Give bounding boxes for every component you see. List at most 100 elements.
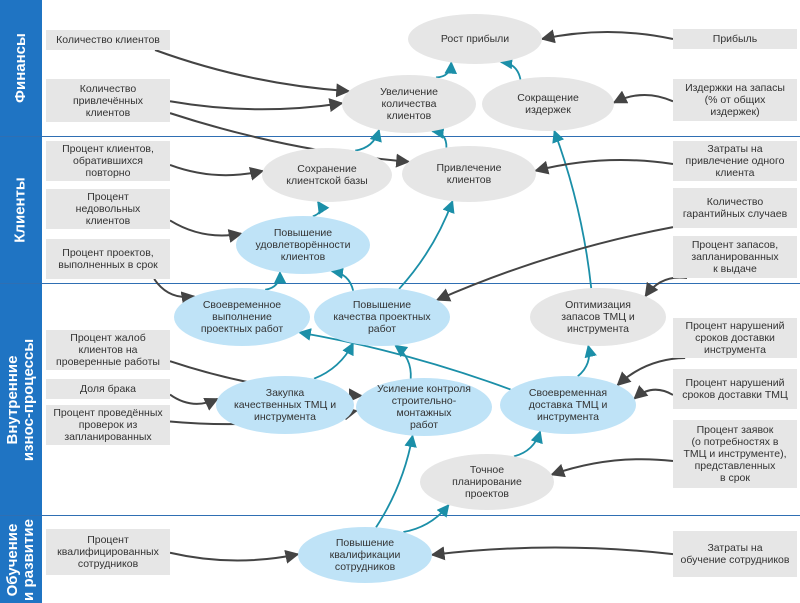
kpi-complaints: Процент жалоб клиентов на проверенные ра… bbox=[46, 330, 170, 370]
objective-project-quality: Повышение качества проектных работ bbox=[314, 288, 450, 346]
objective-link-arrow bbox=[313, 342, 354, 380]
kpi-text: Прибыль bbox=[712, 33, 758, 45]
kpi-link-arrow bbox=[154, 49, 351, 98]
kpi-text: Процент запасов, запланированных к выдач… bbox=[691, 239, 779, 275]
kpi-link-arrow bbox=[435, 226, 674, 302]
kpi-link-arrow bbox=[169, 98, 344, 113]
objective-control: Усиление контроля строительно-монтажных … bbox=[356, 378, 492, 436]
kpi-text: Издержки на запасы (% от общих издержек) bbox=[685, 82, 785, 118]
objective-client-attraction: Привлечение клиентов bbox=[402, 146, 536, 202]
kpi-qualified: Процент квалифицированных сотрудников bbox=[46, 529, 170, 575]
objective-link-arrow bbox=[394, 344, 412, 379]
objective-link-arrow bbox=[552, 129, 593, 289]
kpi-link-arrow bbox=[430, 546, 674, 561]
objective-satisfaction: Повышение удовлетворённости клиентов bbox=[236, 216, 370, 274]
kpi-link-arrow bbox=[169, 219, 243, 243]
objective-purchasing: Закупка качественных ТМЦ и инструмента bbox=[216, 376, 354, 434]
kpi-training-costs: Затраты на обучение сотрудников bbox=[673, 531, 797, 577]
objective-text: Привлечение клиентов bbox=[436, 162, 502, 186]
objective-text: Повышение удовлетворённости клиентов bbox=[255, 227, 351, 263]
objective-client-retention: Сохранение клиентской базы bbox=[262, 148, 392, 202]
kpi-text: Процент жалоб клиентов на проверенные ра… bbox=[56, 332, 160, 368]
kpi-link-arrow bbox=[612, 90, 674, 104]
objective-link-arrow bbox=[435, 61, 458, 79]
objective-text: Сохранение клиентской базы bbox=[286, 163, 368, 187]
kpi-profit: Прибыль bbox=[673, 29, 797, 49]
objective-qualification: Повышение квалификации сотрудников bbox=[298, 527, 432, 583]
objective-text: Повышение квалификации сотрудников bbox=[329, 537, 401, 573]
kpi-inspections: Процент проведённых проверок из запланир… bbox=[46, 405, 170, 445]
kpi-text: Процент проектов, выполненных в срок bbox=[58, 247, 158, 271]
objective-timely-execution: Своевременное выполнение проектных работ bbox=[174, 288, 310, 346]
kpi-text: Затраты на обучение сотрудников bbox=[680, 542, 790, 566]
kpi-delivery-violations-tools: Процент нарушений сроков доставки инстру… bbox=[673, 318, 797, 358]
objective-text: Точное планирование проектов bbox=[452, 464, 522, 500]
objective-link-arrow bbox=[330, 266, 355, 291]
kpi-requests: Процент заявок (о потребностях в ТМЦ и и… bbox=[673, 420, 797, 488]
band-label-finance: Финансы bbox=[0, 0, 42, 136]
objective-link-arrow bbox=[431, 126, 448, 148]
objective-text: Повышение качества проектных работ bbox=[333, 299, 431, 335]
objective-text: Закупка качественных ТМЦ и инструмента bbox=[233, 387, 337, 423]
objective-planning: Точное планирование проектов bbox=[420, 454, 554, 510]
kpi-clients-count: Количество клиентов bbox=[46, 30, 170, 50]
kpi-link-arrow bbox=[534, 159, 674, 175]
objective-link-arrow bbox=[375, 434, 417, 528]
kpi-text: Количество клиентов bbox=[56, 34, 160, 46]
kpi-link-arrow bbox=[540, 29, 674, 44]
objective-text: Оптимизация запасов ТМЦ и инструмента bbox=[561, 299, 635, 335]
kpi-stock-ready: Процент запасов, запланированных к выдач… bbox=[673, 236, 797, 278]
kpi-on-time: Процент проектов, выполненных в срок bbox=[46, 239, 170, 279]
objective-link-arrow bbox=[298, 328, 511, 391]
objective-link-arrow bbox=[513, 430, 543, 458]
kpi-link-arrow bbox=[169, 164, 265, 181]
band-finance: Финансы bbox=[0, 0, 800, 137]
band-process: Внутренние износ-процессы bbox=[0, 284, 800, 516]
objective-link-arrow bbox=[577, 344, 597, 377]
band-learning: Обучение и развитие bbox=[0, 516, 800, 603]
kpi-text: Процент заявок (о потребностях в ТМЦ и и… bbox=[683, 424, 787, 484]
objective-link-arrow bbox=[354, 128, 382, 152]
objective-timely-delivery: Своевременная доставка ТМЦ и инструмента bbox=[500, 376, 636, 434]
kpi-inventory-costs: Издержки на запасы (% от общих издержек) bbox=[673, 79, 797, 121]
objective-link-arrow bbox=[499, 56, 522, 80]
kpi-text: Процент проведённых проверок из запланир… bbox=[53, 407, 163, 443]
kpi-link-arrow bbox=[644, 276, 688, 298]
kpi-link-arrow bbox=[153, 278, 196, 306]
kpi-text: Процент клиентов, обратившихся повторно bbox=[62, 143, 154, 179]
band-label-clients: Клиенты bbox=[0, 137, 42, 283]
objective-text: Сокращение издержек bbox=[517, 92, 579, 116]
objective-link-arrow bbox=[403, 503, 450, 533]
kpi-clients-attracted: Количество привлечённых клиентов bbox=[46, 79, 170, 122]
kpi-link-arrow bbox=[169, 393, 219, 411]
band-label-process: Внутренние износ-процессы bbox=[0, 284, 42, 515]
kpi-text: Затраты на привлечение одного клиента bbox=[685, 143, 785, 179]
objective-inventory-optimization: Оптимизация запасов ТМЦ и инструмента bbox=[530, 288, 666, 346]
objective-profit-growth: Рост прибыли bbox=[408, 14, 542, 64]
kpi-text: Процент нарушений сроков доставки ТМЦ bbox=[682, 377, 788, 401]
objective-link-arrow bbox=[312, 200, 330, 218]
kpi-text: Процент нарушений сроков доставки инстру… bbox=[685, 320, 785, 356]
kpi-text: Количество гарантийных случаев bbox=[682, 196, 788, 220]
kpi-link-arrow bbox=[169, 549, 300, 564]
kpi-unsatisfied: Процент недовольных клиентов bbox=[46, 189, 170, 229]
objective-link-arrow bbox=[398, 199, 455, 290]
objective-link-arrow bbox=[264, 270, 287, 291]
kpi-warranty: Количество гарантийных случаев bbox=[673, 188, 797, 228]
kpi-text: Количество привлечённых клиентов bbox=[72, 82, 144, 119]
kpi-defects: Доля брака bbox=[46, 379, 170, 399]
objective-clients-increase: Увеличение количества клиентов bbox=[342, 75, 476, 133]
kpi-text: Процент квалифицированных сотрудников bbox=[57, 534, 159, 570]
kpi-link-arrow bbox=[616, 357, 686, 387]
kpi-link-arrow bbox=[550, 458, 674, 478]
kpi-repeat-clients: Процент клиентов, обратившихся повторно bbox=[46, 141, 170, 181]
objective-text: Рост прибыли bbox=[440, 33, 510, 45]
kpi-delivery-violations-tmc: Процент нарушений сроков доставки ТМЦ bbox=[673, 369, 797, 409]
objective-text: Своевременная доставка ТМЦ и инструмента bbox=[528, 387, 608, 423]
objective-text: Своевременное выполнение проектных работ bbox=[200, 299, 284, 335]
objective-cost-reduction: Сокращение издержек bbox=[482, 77, 614, 131]
band-label-learning: Обучение и развитие bbox=[0, 516, 42, 603]
objective-text: Увеличение количества клиентов bbox=[380, 86, 438, 122]
band-clients: Клиенты bbox=[0, 137, 800, 284]
